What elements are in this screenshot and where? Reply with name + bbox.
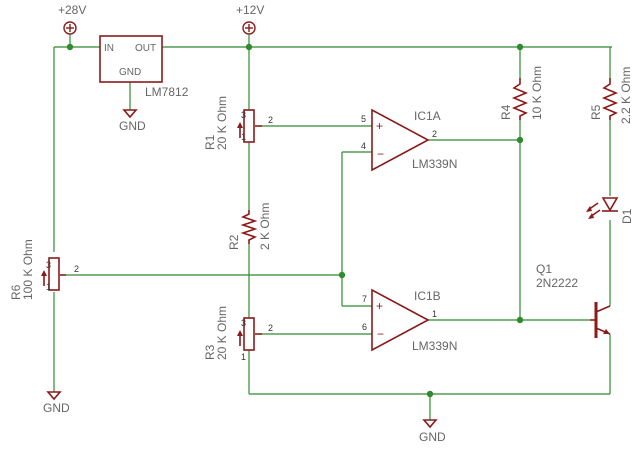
regulator-name: LM7812 [145,85,189,99]
pin-number: 2 [268,115,273,125]
svg-text:−: − [377,147,384,161]
junctions [66,43,524,398]
d1-name: D1 [620,208,634,224]
ground-r6-label: GND [43,401,70,415]
pin-number: 4 [361,141,366,151]
wires [53,46,612,420]
ground-regulator: GND [119,109,146,133]
pin-number: 2 [268,323,273,333]
supply-12v-label: +12V [236,3,264,17]
r1-name: R1 [203,134,217,150]
resistor-r5: R5 2.2 K Ohm [589,67,633,124]
r6-name: R6 [9,284,23,300]
r5-value: 2.2 K Ohm [619,67,633,124]
r2-value: 2 K Ohm [258,203,272,250]
resistor-r3: 2 3 1 R3 20 K Ohm [203,306,273,362]
pin-number: 1 [241,132,246,142]
pin-number: 2 [432,129,437,139]
pin-number: 6 [362,322,367,332]
pin-number: 3 [241,318,246,328]
r2-name: R2 [227,234,241,250]
r4-name: R4 [499,104,513,120]
pin-number: 3 [241,110,246,120]
transistor-q1: Q1 2N2222 [536,262,611,338]
pin-number: 5 [361,114,366,124]
pin-number: 3 [46,260,51,270]
regulator-out-label: OUT [135,43,156,54]
svg-text:+: + [376,119,383,133]
r4-value: 10 K Ohm [530,66,544,120]
regulator-in-label: IN [104,43,114,54]
pin-number: 7 [362,294,367,304]
resistor-r2: R2 2 K Ohm [227,203,272,250]
led-d1: D1 [586,197,634,224]
supply-28v-label: +28V [58,3,86,17]
ic1b-name: IC1B [414,289,441,303]
r3-value: 20 K Ohm [215,306,229,360]
ground-regulator-label: GND [119,119,146,133]
r5-name: R5 [589,104,603,120]
svg-text:−: − [377,327,384,341]
pin-number: 2 [74,264,79,274]
r1-value: 20 K Ohm [215,96,229,150]
ic1a-part: LM339N [412,157,457,171]
q1-name: Q1 [536,262,552,276]
comparator-ic1b: + − 7 6 1 IC1B LM339N [362,288,457,353]
comparator-ic1a: + − 5 4 2 IC1A LM339N [361,108,457,172]
ground-r6: GND [43,391,70,415]
r3-name: R3 [203,344,217,360]
resistor-r4: R4 10 K Ohm [499,66,544,120]
resistor-r1: 2 3 1 R1 20 K Ohm [203,96,273,150]
ic1b-part: LM339N [412,339,457,353]
ground-main: GND [419,419,446,444]
q1-part: 2N2222 [536,276,578,290]
svg-text:+: + [376,299,383,313]
pin-number: 1 [46,282,51,292]
regulator-gnd-label: GND [119,67,141,78]
pin-number: 1 [432,309,437,319]
regulator-lm7812: IN OUT GND LM7812 [99,35,189,99]
pin-number: 1 [241,352,246,362]
resistor-r6: 2 3 1 R6 100 K Ohm [9,239,79,300]
r6-value: 100 K Ohm [21,239,35,300]
ic1a-name: IC1A [414,109,441,123]
supply-28v: +28V [58,3,86,47]
supply-12v: +12V [236,3,264,47]
ground-main-label: GND [419,430,446,444]
